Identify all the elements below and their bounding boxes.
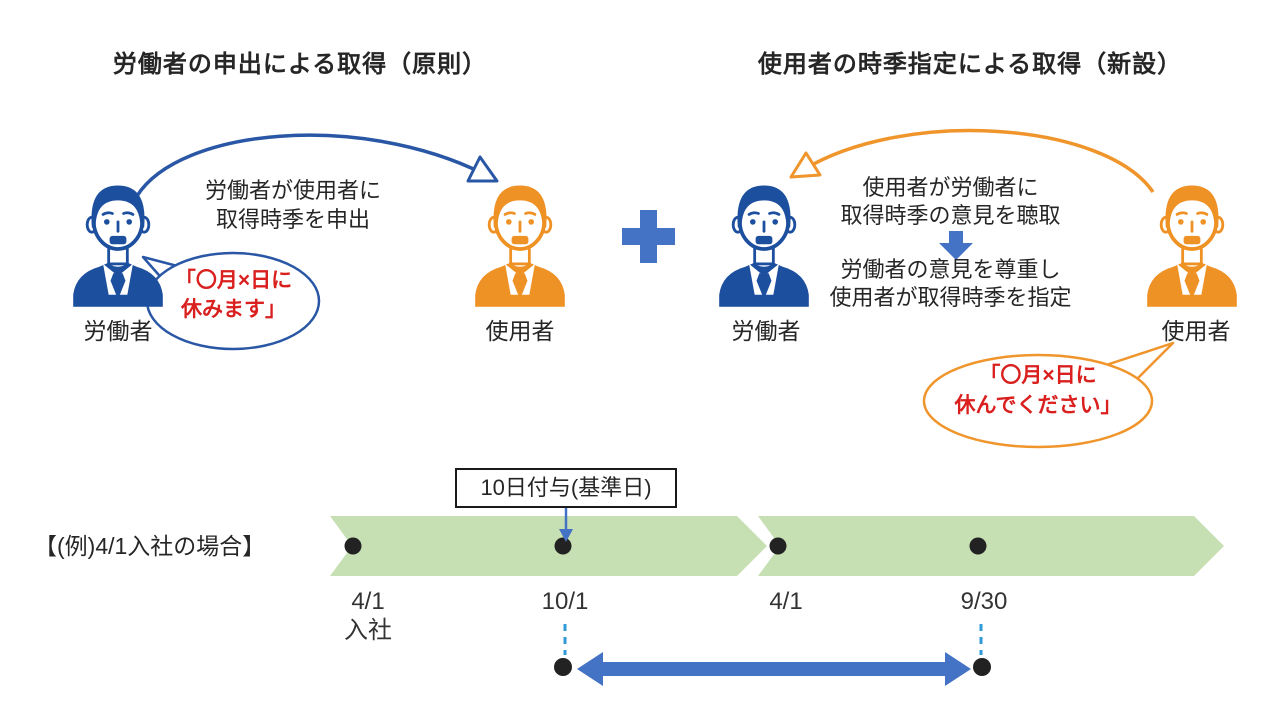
right-worker-label: 労働者 — [731, 318, 801, 344]
right-bubble-text: 「〇月×日に 休んでください」 — [923, 361, 1153, 421]
right-employer-label: 使用者 — [1161, 318, 1231, 344]
left-section-title: 労働者の申出による取得（原則） — [112, 51, 488, 78]
left-worker-label: 労働者 — [83, 318, 153, 344]
employer-speech-bubble — [922, 341, 1175, 449]
timeline-band-first-period — [330, 516, 767, 576]
timeline-date-deadline-line1: 9/30 — [960, 588, 1008, 615]
employer-hearing-arrow-icon — [789, 128, 1155, 193]
right-section-title: 使用者の時季指定による取得（新設） — [757, 51, 1183, 78]
left-employer-label: 使用者 — [485, 318, 555, 344]
right-worker-person-icon — [708, 176, 820, 307]
timeline-date-next-april: 4/1 — [746, 587, 826, 616]
down-arrow-icon — [939, 231, 973, 260]
right-bubble-line2: 休んでください」 — [954, 394, 1122, 417]
right-step2-caption: 労働者の意見を尊重し 使用者が取得時季を指定 — [828, 256, 1073, 312]
period-endpoint-dots — [554, 658, 991, 676]
right-employer-person-icon — [1136, 176, 1248, 307]
right-step1-line1: 使用者が労働者に — [862, 175, 1039, 200]
timeline-band-second-period — [758, 516, 1224, 576]
timeline-date-next-april-line1: 4/1 — [769, 588, 803, 615]
left-bubble-line1: 「〇月×日に — [174, 269, 293, 292]
grant-day-box: 10日付与(基準日) — [455, 468, 677, 508]
grant-box-pointer-arrow-icon — [559, 507, 573, 542]
right-bubble-line1: 「〇月×日に — [979, 364, 1097, 387]
right-step1-line2: 取得時季の意見を聴取 — [840, 203, 1061, 228]
left-bubble-line2: 休みます」 — [181, 298, 286, 321]
worker-request-arrow-icon — [135, 133, 499, 197]
timeline-date-hire-line1: 4/1 — [351, 588, 385, 615]
worker-speech-bubble — [141, 251, 321, 351]
left-arrow-caption-line2: 取得時季を申出 — [215, 207, 370, 232]
timeline-milestone-dots — [344, 537, 987, 555]
timeline-date-hire-line2: 入社 — [344, 617, 392, 644]
right-step2-line1: 労働者の意見を尊重し — [840, 257, 1061, 282]
obligation-period-arrow-icon — [577, 652, 971, 686]
timeline-date-hire: 4/1 入社 — [328, 587, 408, 645]
right-step2-line2: 使用者が取得時季を指定 — [829, 285, 1072, 310]
left-bubble-text: 「〇月×日に 休みます」 — [146, 266, 321, 324]
timeline-date-grant: 10/1 — [525, 587, 605, 616]
left-arrow-caption-line1: 労働者が使用者に — [204, 178, 381, 203]
left-employer-person-icon — [464, 176, 576, 307]
timeline-date-deadline: 9/30 — [944, 587, 1024, 616]
left-arrow-caption: 労働者が使用者に 取得時季を申出 — [168, 176, 418, 234]
timeline-date-grant-line1: 10/1 — [541, 588, 589, 615]
plus-icon — [622, 210, 675, 263]
dashed-droplines — [563, 624, 983, 655]
right-step1-caption: 使用者が労働者に 取得時季の意見を聴取 — [828, 174, 1073, 230]
timeline-example-label: 【(例)4/1入社の場合】 — [34, 533, 266, 559]
